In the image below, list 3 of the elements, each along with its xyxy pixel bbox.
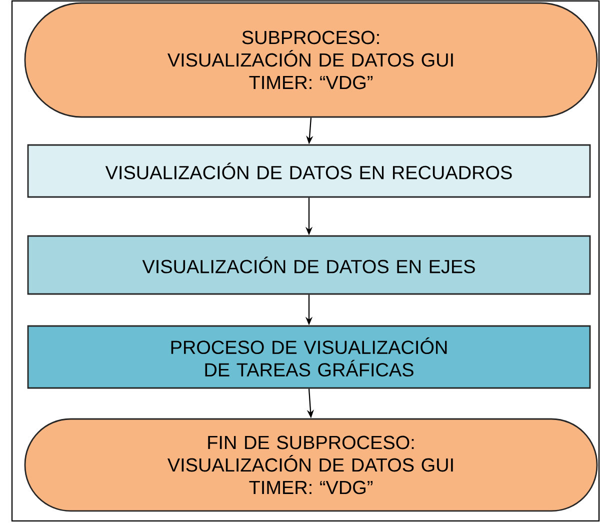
process-box: PROCESO DE VISUALIZACIÓN DE TAREAS GRÁFICAS [27, 325, 591, 389]
process-box: VISUALIZACIÓN DE DATOS EN RECUADROS [27, 144, 591, 198]
process-box: VISUALIZACIÓN DE DATOS EN EJES [27, 235, 591, 295]
